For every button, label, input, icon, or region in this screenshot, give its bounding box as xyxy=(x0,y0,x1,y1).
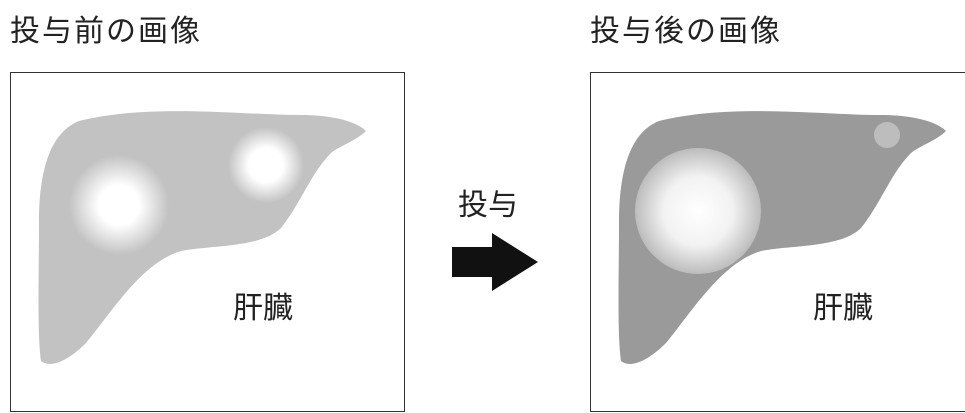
lesion-large-before xyxy=(69,155,169,255)
after-image-title: 投与後の画像 xyxy=(590,14,782,49)
liver-before-illustration xyxy=(38,111,366,364)
after-image-panel: 肝臓 xyxy=(590,72,965,412)
liver-after-illustration xyxy=(618,111,946,364)
lesion-small-before xyxy=(228,127,304,203)
organ-label-after: 肝臓 xyxy=(813,291,873,326)
right-arrow-icon xyxy=(452,233,538,291)
lesion-large-after xyxy=(635,148,761,274)
lesion-small-after xyxy=(874,122,900,148)
organ-label-before: 肝臓 xyxy=(233,291,293,326)
before-image-panel: 肝臓 xyxy=(10,72,405,412)
transition-label: 投与 xyxy=(458,188,518,223)
before-image-title: 投与前の画像 xyxy=(10,14,202,49)
